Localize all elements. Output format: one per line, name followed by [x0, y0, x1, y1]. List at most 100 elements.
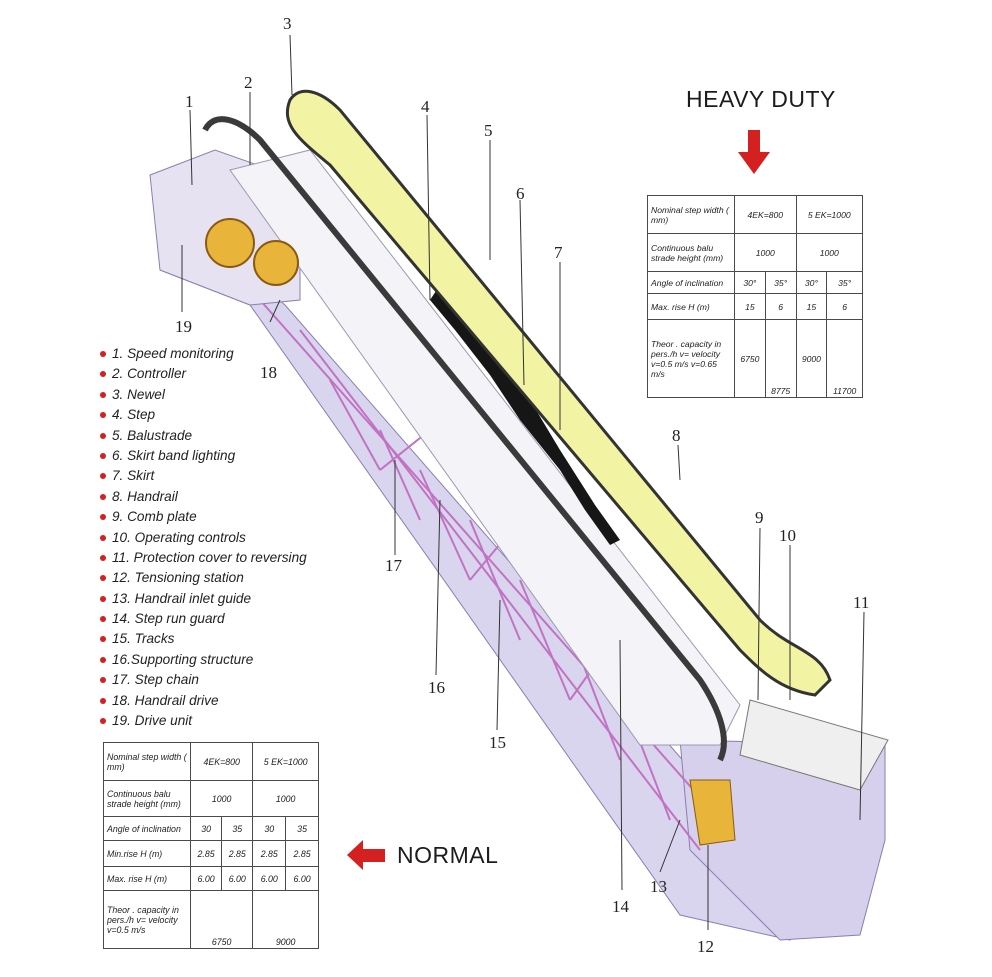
parts-legend: 1. Speed monitoring 2. Controller 3. New…: [100, 344, 307, 731]
capacity-value: 6750: [189, 890, 254, 949]
min-rise-label: Min.rise H (m): [103, 840, 191, 867]
angle-value: 30°: [795, 271, 828, 294]
model-a-header: 4EK=800: [734, 195, 797, 234]
bullet-icon: [100, 371, 106, 378]
balustrade-value: 1000: [252, 780, 319, 817]
step-width-label: Nominal step width ( mm): [103, 742, 191, 781]
heavy-duty-spec-table: Nominal step width ( mm) 4EK=800 5 EK=10…: [647, 195, 864, 398]
angle-value: 30: [252, 816, 287, 841]
legend-item: 7. Skirt: [100, 466, 307, 486]
legend-item: 11. Protection cover to reversing: [100, 548, 307, 568]
normal-spec-table: Nominal step width ( mm) 4EK=800 5 EK=10…: [103, 742, 319, 949]
callout-9: 9: [755, 508, 764, 527]
callout-5: 5: [484, 121, 493, 140]
max-rise-value: 6.00: [189, 866, 223, 891]
callout-11: 11: [853, 593, 870, 612]
legend-item: 4. Step: [100, 405, 307, 425]
bullet-icon: [100, 656, 106, 663]
legend-item: 3. Newel: [100, 385, 307, 405]
bullet-icon: [100, 534, 106, 541]
legend-item: 6. Skirt band lighting: [100, 446, 307, 466]
callout-6: 6: [516, 184, 525, 203]
normal-title: NORMAL: [397, 842, 499, 868]
angle-label: Angle of inclination: [103, 816, 191, 841]
legend-item: 10. Operating controls: [100, 528, 307, 548]
legend-item: 1. Speed monitoring: [100, 344, 307, 364]
lower-landing-plate: [739, 699, 889, 791]
callout-1: 1: [185, 92, 194, 111]
rise-label: Max. rise H (m): [647, 293, 735, 320]
capacity-value: 9000: [252, 890, 319, 949]
drive-wheel-1: [205, 218, 255, 268]
callout-12: 12: [697, 937, 714, 956]
angle-value: 35: [221, 816, 254, 841]
bullet-icon: [100, 452, 106, 459]
callout-15: 15: [489, 733, 506, 752]
tensioning-station: [689, 779, 736, 846]
legend-item: 19. Drive unit: [100, 711, 307, 731]
legend-item: 2. Controller: [100, 364, 307, 384]
bullet-icon: [100, 412, 106, 419]
angle-value: 35°: [826, 271, 863, 294]
balustrade-label: Continuous balu strade height (mm): [103, 780, 191, 817]
callout-8: 8: [672, 426, 681, 445]
model-a-header: 4EK=800: [189, 742, 254, 781]
callout-4: 4: [421, 97, 430, 116]
callout-19: 19: [175, 317, 192, 336]
legend-item: 18. Handrail drive: [100, 691, 307, 711]
step-profile: [430, 285, 620, 545]
legend-item: 16.Supporting structure: [100, 650, 307, 670]
max-rise-label: Max. rise H (m): [103, 866, 191, 891]
leader-lines: [181, 34, 865, 930]
handrail: [202, 116, 727, 762]
legend-item: 17. Step chain: [100, 670, 307, 690]
balustrade-value: 1000: [795, 233, 864, 272]
max-rise-value: 6.00: [221, 866, 254, 891]
rise-value: 15: [734, 293, 766, 320]
capacity-value: 8775: [764, 319, 797, 398]
heavy-duty-arrow: [738, 130, 770, 174]
bullet-icon: [100, 616, 106, 623]
model-b-header: 5 EK=1000: [252, 742, 319, 781]
drive-wheel-2: [253, 240, 299, 286]
bullet-icon: [100, 575, 106, 582]
legend-item: 5. Balustrade: [100, 426, 307, 446]
min-rise-value: 2.85: [285, 840, 319, 867]
capacity-value: 6750: [734, 319, 766, 398]
legend-item: 13. Handrail inlet guide: [100, 589, 307, 609]
capacity-value: 9000: [795, 319, 828, 398]
callout-10: 10: [779, 526, 796, 545]
legend-item: 8. Handrail: [100, 487, 307, 507]
step-band: [229, 149, 741, 746]
bullet-icon: [100, 677, 106, 684]
callout-14: 14: [612, 897, 629, 916]
legend-item: 9. Comb plate: [100, 507, 307, 527]
legend-item: 12. Tensioning station: [100, 568, 307, 588]
balustrade-label: Continuous balu strade height (mm): [647, 233, 735, 272]
angle-label: Angle of inclination: [647, 271, 735, 294]
bullet-icon: [100, 718, 106, 725]
balustrade-value: 1000: [734, 233, 797, 272]
rise-value: 6: [764, 293, 797, 320]
bullet-icon: [100, 473, 106, 480]
angle-value: 35°: [764, 271, 797, 294]
bullet-icon: [100, 493, 106, 500]
min-rise-value: 2.85: [189, 840, 223, 867]
rise-value: 6: [826, 293, 863, 320]
model-b-header: 5 EK=1000: [795, 195, 864, 234]
legend-item: 14. Step run guard: [100, 609, 307, 629]
callout-7: 7: [554, 243, 563, 262]
bullet-icon: [100, 636, 106, 643]
callout-13: 13: [650, 877, 667, 896]
callout-18: 18: [260, 363, 277, 382]
bullet-icon: [100, 595, 106, 602]
bullet-icon: [100, 554, 106, 561]
min-rise-value: 2.85: [252, 840, 287, 867]
legend-item: 15. Tracks: [100, 629, 307, 649]
angle-value: 35: [285, 816, 319, 841]
balustrade-panel: [285, 89, 832, 697]
max-rise-value: 6.00: [285, 866, 319, 891]
capacity-label: Theor . capacity in pers./h v= velocity …: [647, 319, 735, 398]
bullet-icon: [100, 514, 106, 521]
